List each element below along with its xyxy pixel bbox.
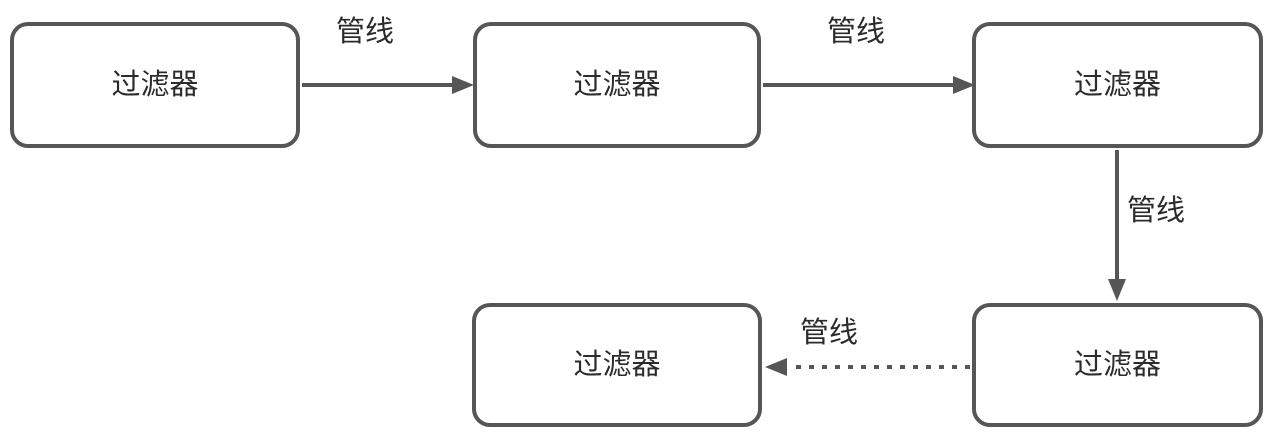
filter-node-top-middle: 过滤器 <box>473 22 761 148</box>
edge-pipeline-4-arrowhead-icon <box>765 358 787 376</box>
filter-node-bottom-middle: 过滤器 <box>472 303 762 427</box>
edge-pipeline-3 <box>1108 150 1126 301</box>
filter-node-bottom-right-label: 过滤器 <box>1073 349 1161 381</box>
filter-node-top-right-label: 过滤器 <box>1073 69 1161 101</box>
edge-pipeline-2-arrowhead-icon <box>953 76 975 94</box>
edge-label-pipeline-3: 管线 <box>1127 195 1186 227</box>
edge-label-pipeline-2: 管线 <box>826 16 885 48</box>
edge-pipeline-4 <box>765 358 970 376</box>
edge-label-pipeline-1: 管线 <box>335 16 394 48</box>
filter-node-top-left: 过滤器 <box>10 22 300 148</box>
edge-pipeline-1 <box>302 76 474 94</box>
edge-pipeline-2 <box>763 76 975 94</box>
edge-label-pipeline-4: 管线 <box>799 317 858 349</box>
edge-pipeline-1-arrowhead-icon <box>452 76 474 94</box>
filter-node-top-left-label: 过滤器 <box>111 69 199 101</box>
filter-node-top-middle-label: 过滤器 <box>573 69 661 101</box>
filter-node-bottom-right: 过滤器 <box>972 303 1263 427</box>
filter-node-top-right: 过滤器 <box>972 22 1263 148</box>
edge-pipeline-3-arrowhead-icon <box>1108 279 1126 301</box>
filter-node-bottom-middle-label: 过滤器 <box>573 349 661 381</box>
